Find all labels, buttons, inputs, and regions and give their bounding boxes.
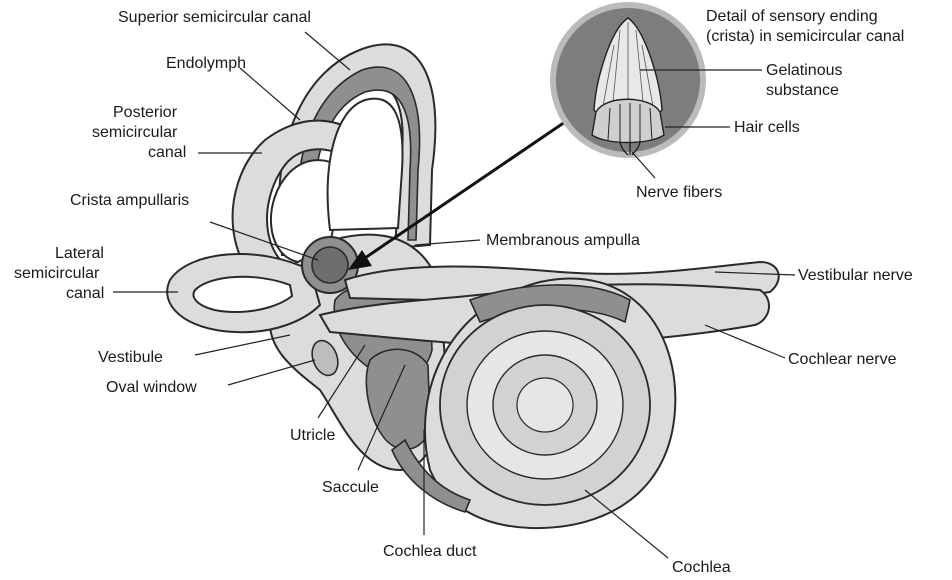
label-gelatinous-1: Gelatinous bbox=[766, 62, 843, 79]
label-membranous-ampulla: Membranous ampulla bbox=[486, 232, 640, 249]
label-lateral-canal-1: Lateral bbox=[55, 245, 104, 262]
label-posterior-canal-3: canal bbox=[148, 144, 186, 161]
label-nerve-fibers: Nerve fibers bbox=[636, 184, 722, 201]
label-vestibular-nerve: Vestibular nerve bbox=[798, 267, 913, 284]
label-lateral-canal-3: canal bbox=[66, 285, 104, 302]
label-cochlear-nerve: Cochlear nerve bbox=[788, 351, 897, 368]
label-hair-cells: Hair cells bbox=[734, 119, 800, 136]
label-detail-title-2: (crista) in semicircular canal bbox=[706, 28, 904, 45]
superior-canal-lumen bbox=[328, 99, 403, 230]
label-lateral-canal-2: semicircular bbox=[14, 265, 100, 282]
crista-detail bbox=[553, 5, 703, 155]
label-detail-title-1: Detail of sensory ending bbox=[706, 8, 878, 25]
cochlea-apex bbox=[517, 378, 573, 432]
label-posterior-canal-1: Posterior bbox=[113, 104, 178, 121]
crista-ampullaris bbox=[312, 247, 348, 283]
hair-cells bbox=[592, 99, 664, 142]
label-endolymph: Endolymph bbox=[166, 55, 246, 72]
label-cochlea-duct: Cochlea duct bbox=[383, 543, 477, 560]
label-utricle: Utricle bbox=[290, 427, 335, 444]
label-vestibule: Vestibule bbox=[98, 349, 163, 366]
label-gelatinous-2: substance bbox=[766, 82, 839, 99]
label-saccule: Saccule bbox=[322, 479, 379, 496]
label-cochlea: Cochlea bbox=[672, 559, 731, 576]
label-posterior-canal-2: semicircular bbox=[92, 124, 178, 141]
label-oval-window: Oval window bbox=[106, 379, 197, 396]
label-crista-ampullaris: Crista ampullaris bbox=[70, 192, 189, 209]
label-superior-canal: Superior semicircular canal bbox=[118, 9, 311, 26]
